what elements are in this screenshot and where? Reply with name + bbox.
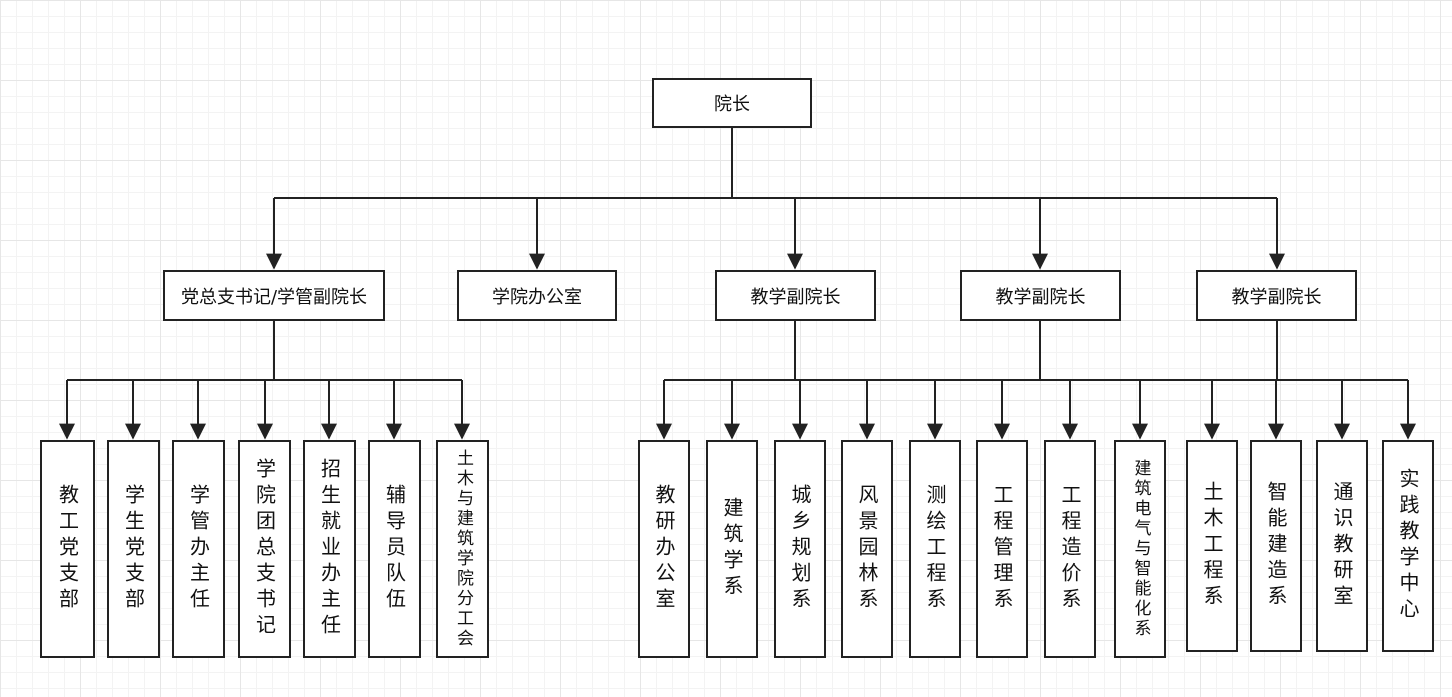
dean-label: 院长 (714, 94, 750, 115)
counselor-team-box[interactable]: 辅导员队伍 (368, 440, 421, 658)
teaching-office-label: 教研办公室 (652, 484, 676, 614)
urban-planning-dept-label: 城乡规划系 (788, 484, 812, 614)
engineering-cost-dept-label: 工程造价系 (1058, 484, 1082, 614)
landscape-dept-box[interactable]: 风景园林系 (841, 440, 893, 658)
party-secretary-box[interactable]: 党总支书记/学管副院长 (163, 270, 385, 321)
student-party-branch-box[interactable]: 学生党支部 (107, 440, 160, 658)
student-party-branch-label: 学生党支部 (121, 484, 146, 614)
general-education-office-box[interactable]: 通识教研室 (1316, 440, 1368, 652)
student-affairs-director-label: 学管办主任 (186, 484, 211, 614)
party-secretary-label: 党总支书记/学管副院长 (180, 286, 368, 308)
dean-box[interactable]: 院长 (652, 78, 812, 128)
staff-party-branch-box[interactable]: 教工党支部 (40, 440, 95, 658)
staff-party-branch-label: 教工党支部 (55, 484, 80, 614)
practice-teaching-center-box[interactable]: 实践教学中心 (1382, 440, 1434, 652)
surveying-dept-box[interactable]: 测绘工程系 (909, 440, 961, 658)
building-electrical-dept-label: 建筑电气与智能化系 (1130, 459, 1151, 639)
admissions-director-label: 招生就业办主任 (317, 458, 342, 640)
surveying-dept-label: 测绘工程系 (923, 484, 947, 614)
labor-union-label: 土木与建筑学院分工会 (453, 449, 473, 649)
college-office-label: 学院办公室 (492, 286, 582, 308)
youth-league-secretary-box[interactable]: 学院团总支书记 (238, 440, 291, 658)
student-affairs-director-box[interactable]: 学管办主任 (172, 440, 225, 658)
engineering-mgmt-dept-box[interactable]: 工程管理系 (976, 440, 1028, 658)
engineering-cost-dept-box[interactable]: 工程造价系 (1044, 440, 1096, 658)
vice-dean-box-1[interactable]: 教学副院长 (715, 270, 876, 321)
vice-dean-box-3[interactable]: 教学副院长 (1196, 270, 1357, 321)
engineering-mgmt-dept-label: 工程管理系 (990, 484, 1014, 614)
teaching-office-box[interactable]: 教研办公室 (638, 440, 690, 658)
admissions-director-box[interactable]: 招生就业办主任 (303, 440, 356, 658)
intelligent-construction-dept-label: 智能建造系 (1264, 481, 1288, 611)
labor-union-box[interactable]: 土木与建筑学院分工会 (436, 440, 489, 658)
landscape-dept-label: 风景园林系 (855, 484, 879, 614)
architecture-dept-box[interactable]: 建筑学系 (706, 440, 758, 658)
architecture-dept-label: 建筑学系 (720, 497, 744, 601)
civil-engineering-dept-box[interactable]: 土木工程系 (1186, 440, 1238, 652)
youth-league-secretary-label: 学院团总支书记 (252, 458, 277, 640)
practice-teaching-center-label: 实践教学中心 (1396, 468, 1420, 624)
college-office-box[interactable]: 学院办公室 (457, 270, 617, 321)
vice-dean-label-3: 教学副院长 (1231, 286, 1322, 308)
intelligent-construction-dept-box[interactable]: 智能建造系 (1250, 440, 1302, 652)
urban-planning-dept-box[interactable]: 城乡规划系 (774, 440, 826, 658)
vice-dean-label-2: 教学副院长 (995, 286, 1086, 308)
building-electrical-dept-box[interactable]: 建筑电气与智能化系 (1114, 440, 1166, 658)
counselor-team-label: 辅导员队伍 (382, 484, 407, 614)
vice-dean-label-1: 教学副院长 (750, 286, 841, 308)
vice-dean-box-2[interactable]: 教学副院长 (960, 270, 1121, 321)
civil-engineering-dept-label: 土木工程系 (1200, 481, 1224, 611)
general-education-office-label: 通识教研室 (1330, 481, 1354, 611)
